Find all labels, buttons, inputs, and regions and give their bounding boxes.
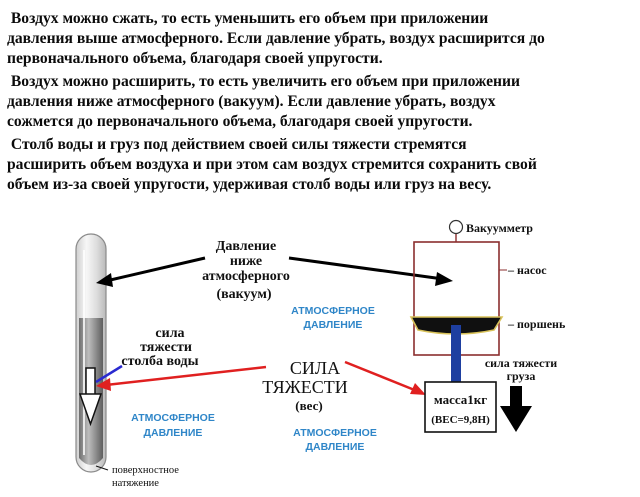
vacuum-arrows: [96, 256, 453, 287]
vacuum-label-4: (вакуум): [216, 287, 271, 302]
paragraph-line: Воздух можно сжать, то есть уменьшить ег…: [7, 10, 489, 27]
mass-box: [424, 381, 497, 433]
water-gravity-label-2: тяжести: [140, 340, 192, 355]
weight-value-label: (ВЕС=9,8Н): [431, 414, 490, 426]
vacuum-arrow-right-head: [435, 272, 453, 286]
gravity-arrow-left-head: [96, 378, 111, 391]
vacuum-gauge-label: Вакуумметр: [466, 221, 533, 235]
surface-tension-label-2: натяжение: [112, 478, 159, 489]
surface-tension-label-1: поверхностное: [112, 465, 179, 476]
piston-rod: [451, 325, 461, 385]
water-gravity-label-1: сила: [155, 326, 184, 341]
atm-pressure-top-2: ДАВЛЕНИЕ: [304, 319, 363, 331]
atm-pressure-bottom-1: АТМОСФЕРНОЕ: [293, 427, 377, 439]
load-arrow-head: [500, 406, 532, 432]
paragraph-line: сожмется до первоначального объема, благ…: [7, 113, 473, 131]
vacuum-label-1: Давление: [216, 239, 276, 254]
gravity-label-1: СИЛА: [290, 358, 340, 378]
paragraph-compression: Воздух можно сжать, то есть уменьшить ег…: [7, 9, 635, 70]
weight-label: (вес): [295, 398, 322, 413]
test-tube: [75, 233, 109, 473]
vacuum-label-2: ниже: [230, 254, 262, 269]
vacuum-arrow-left-head: [96, 273, 113, 287]
atm-pressure-bottom-2: ДАВЛЕНИЕ: [306, 441, 365, 453]
paragraph-gravity: Столб воды и груз под действием своей си…: [7, 135, 635, 196]
gravity-arrows: [95, 360, 426, 395]
water-gravity-label-3: столба воды: [121, 354, 198, 369]
gravity-arrow-left: [105, 365, 267, 387]
gravity-arrow-right-head: [410, 383, 426, 395]
water-gravity-pointer: [95, 364, 123, 384]
gravity-label-2: ТЯЖЕСТИ: [262, 377, 347, 397]
paragraph-line: первоначального объема, благодаря своей …: [7, 50, 383, 68]
piston-label: – поршень: [507, 317, 566, 331]
vacuum-label-3: атмосферного: [202, 269, 290, 284]
paragraph-expansion: Воздух можно расширить, то есть увеличит…: [7, 72, 635, 133]
paragraph-line: Столб воды и груз под действием своей си…: [7, 136, 467, 153]
surface-tension-pointer: [95, 465, 109, 471]
pump: [409, 219, 507, 385]
paragraph-line: Воздух можно расширить, то есть увеличит…: [7, 73, 520, 90]
atm-pressure-left-1: АТМОСФЕРНОЕ: [131, 412, 215, 424]
atm-pressure-top-1: АТМОСФЕРНОЕ: [291, 305, 375, 317]
pump-label: – насос: [507, 263, 547, 277]
load-gravity-label-2: груза: [507, 369, 536, 383]
water-gravity-arrow-head: [78, 393, 103, 427]
paragraph-line: давления ниже атмосферного (вакуум). Есл…: [7, 93, 496, 111]
load-gravity-arrow: [500, 386, 532, 432]
water-gravity-arrow-shaft: [85, 367, 96, 397]
vacuum-gauge-icon: [448, 219, 464, 235]
load-arrow-shaft: [510, 386, 522, 408]
paragraph-line: расширить объем воздуха и при этом сам в…: [7, 156, 537, 174]
paragraph-line: объем из-за своей упругости, удерживая с…: [7, 176, 492, 194]
vacuum-arrow-left: [105, 256, 206, 283]
atm-pressure-left-2: ДАВЛЕНИЕ: [144, 427, 203, 439]
mass-block: масса1кг (ВЕС=9,8Н): [424, 381, 497, 433]
load-gravity-label-1: сила тяжести: [485, 356, 557, 370]
vacuum-arrow-right: [288, 256, 444, 281]
paragraph-line: давления выше атмосферного. Если давлени…: [7, 30, 545, 48]
mass-label: масса1кг: [434, 392, 487, 407]
gravity-arrow-right: [344, 360, 418, 393]
